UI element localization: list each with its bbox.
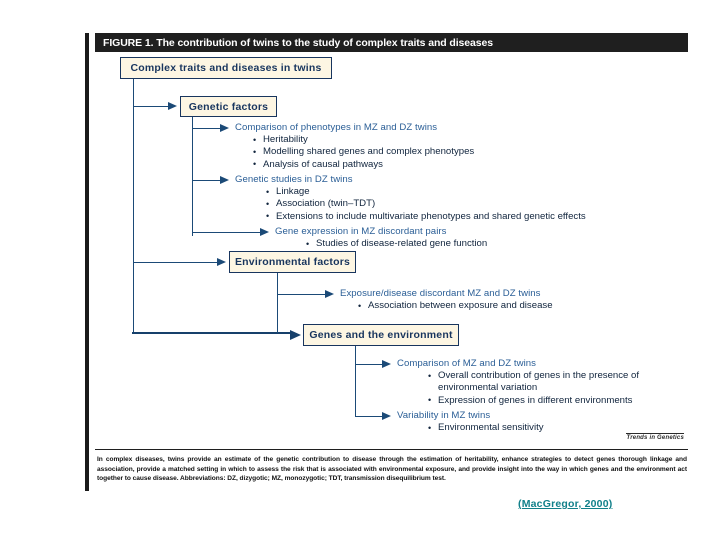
connector-to-environmental-factors (133, 262, 218, 264)
bullet-list-genetic-studies-dz: Linkage Association (twin–TDT) Extension… (265, 185, 586, 223)
branch-exposure-discordant: Exposure/disease discordant MZ and DZ tw… (340, 288, 553, 312)
branch-heading-variability-mz: Variability in MZ twins (397, 410, 491, 421)
node-complex-traits-and-diseases-in-twins[interactable]: Complex traits and diseases in twins (120, 57, 332, 79)
figure-title-bar: FIGURE 1. The contribution of twins to t… (95, 33, 688, 52)
connector-branch-variability-mz (355, 416, 383, 418)
list-item: Expression of genes in different environ… (427, 394, 658, 407)
branch-heading-gene-expression-mz: Gene expression in MZ discordant pairs (275, 226, 447, 237)
citation-link[interactable]: (MacGregor, 2000) (518, 498, 613, 510)
branch-comparison-phenotypes: Comparison of phenotypes in MZ and DZ tw… (235, 122, 474, 171)
arrow-branch-comparison-mz-dz (382, 360, 391, 368)
flow-diagram: Complex traits and diseases in twins Gen… (95, 52, 688, 443)
arrow-branch-comparison-phenotypes (220, 124, 229, 132)
connector-to-genes-and-environment (132, 332, 292, 335)
connector-root-trunk (133, 79, 135, 333)
figure-left-rule (85, 33, 89, 491)
arrow-branch-variability-mz (382, 412, 391, 420)
list-item: Association between exposure and disease (357, 299, 553, 312)
branch-heading-comparison-mz-dz: Comparison of MZ and DZ twins (397, 358, 537, 369)
list-item: Modelling shared genes and complex pheno… (252, 146, 474, 159)
caption-divider (95, 449, 688, 451)
arrow-to-genes-and-environment (290, 330, 301, 340)
branch-heading-genetic-studies-dz: Genetic studies in DZ twins (235, 174, 353, 185)
branch-heading-exposure-discordant: Exposure/disease discordant MZ and DZ tw… (340, 288, 541, 299)
connector-genes-env-trunk (355, 346, 357, 417)
list-item: Overall contribution of genes in the pre… (427, 370, 658, 395)
list-item: Studies of disease-related gene function (305, 237, 487, 250)
list-item: Environmental sensitivity (427, 421, 544, 434)
bullet-list-comparison-mz-dz: Overall contribution of genes in the pre… (427, 370, 658, 408)
branch-variability-mz: Variability in MZ twins Environmental se… (397, 410, 544, 434)
list-item: Heritability (252, 133, 474, 146)
arrow-branch-genetic-studies-dz (220, 176, 229, 184)
journal-watermark: Trends in Genetics (626, 433, 684, 441)
connector-branch-genetic-studies-dz (192, 180, 221, 182)
node-genetic-factors[interactable]: Genetic factors (180, 96, 277, 117)
figure-caption: In complex diseases, twins provide an es… (97, 456, 687, 483)
list-item: Association (twin–TDT) (265, 198, 586, 211)
list-item: Analysis of causal pathways (252, 158, 474, 171)
arrow-branch-gene-expression-mz (260, 228, 269, 236)
connector-branch-comparison-phenotypes (192, 128, 221, 130)
connector-to-genetic-factors (133, 106, 169, 108)
bullet-list-variability-mz: Environmental sensitivity (427, 421, 544, 434)
arrow-branch-exposure-discordant (325, 290, 334, 298)
connector-branch-gene-expression-mz (192, 232, 261, 234)
bullet-list-comparison-phenotypes: Heritability Modelling shared genes and … (252, 133, 474, 171)
list-item: Extensions to include multivariate pheno… (265, 210, 586, 223)
bullet-list-gene-expression-mz: Studies of disease-related gene function (305, 237, 487, 250)
branch-gene-expression-mz: Gene expression in MZ discordant pairs S… (275, 226, 487, 250)
bullet-list-exposure-discordant: Association between exposure and disease (357, 299, 553, 312)
arrow-to-genetic-factors (168, 102, 177, 110)
branch-comparison-mz-dz: Comparison of MZ and DZ twins Overall co… (397, 358, 658, 407)
node-environmental-factors[interactable]: Environmental factors (229, 251, 356, 273)
connector-environmental-trunk (277, 273, 279, 333)
branch-genetic-studies-dz: Genetic studies in DZ twins Linkage Asso… (235, 174, 586, 223)
connector-branch-exposure-discordant (277, 294, 326, 296)
list-item: Linkage (265, 185, 586, 198)
branch-heading-comparison-phenotypes: Comparison of phenotypes in MZ and DZ tw… (235, 122, 438, 133)
connector-branch-comparison-mz-dz (355, 364, 383, 366)
arrow-to-environmental-factors (217, 258, 226, 266)
node-genes-and-the-environment[interactable]: Genes and the environment (303, 324, 459, 346)
connector-genetic-trunk (192, 117, 194, 236)
